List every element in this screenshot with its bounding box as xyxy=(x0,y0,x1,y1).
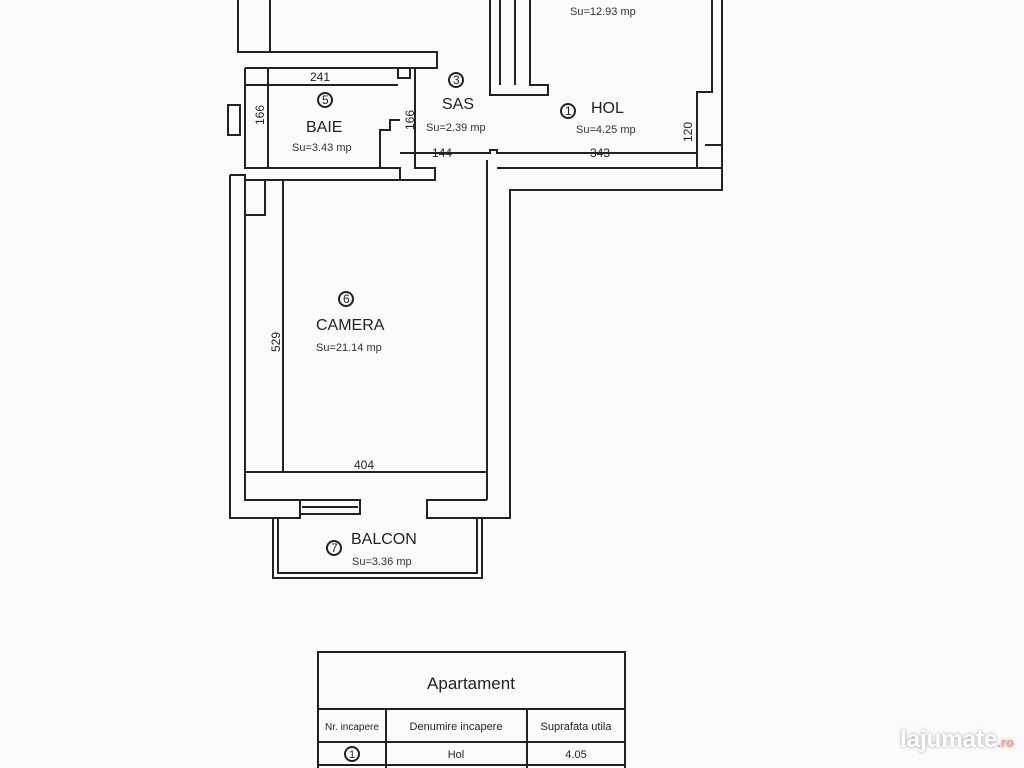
watermark-brand: lajumate xyxy=(900,726,998,753)
dim-hol-height: 120 xyxy=(681,122,695,142)
dim-camera-height: 529 xyxy=(269,332,283,352)
dim-baie-height: 166 xyxy=(253,105,267,125)
room-number: 6 xyxy=(343,292,350,306)
table-header-area: Suprafata utila xyxy=(541,721,613,733)
table-title: Apartament xyxy=(427,674,515,693)
watermark-tld: .ro xyxy=(997,735,1014,750)
dim-sas-width: 144 xyxy=(432,146,452,160)
room-area-hol: Su=4.25 mp xyxy=(576,124,636,136)
watermark-logo: lajumate.ro xyxy=(900,726,1014,754)
room-name-baie: BAIE xyxy=(306,119,342,136)
table-header-name: Denumire incapere xyxy=(410,721,503,733)
room-number: 7 xyxy=(331,541,338,555)
table-header-nr: Nr. incapere xyxy=(325,722,379,733)
room-number-circle xyxy=(317,92,333,108)
dim-hol-width: 343 xyxy=(590,146,610,160)
room-name-hol: HOL xyxy=(591,100,624,117)
room-number-circle xyxy=(326,540,342,556)
room-number: 1 xyxy=(565,104,572,118)
dimensions: 241 166 166 144 343 120 529 404 xyxy=(253,70,695,472)
room-table: Apartament Nr. incapere Denumire incaper… xyxy=(317,651,626,768)
room-name-camera: CAMERA xyxy=(316,317,385,334)
room-area-camera: Su=21.14 mp xyxy=(316,342,382,354)
room-number-circle xyxy=(338,291,354,307)
room-name-sas: SAS xyxy=(442,96,474,113)
room-number: 3 xyxy=(453,73,460,87)
labels: Su=12.93 mp 1 HOL Su=4.25 mp 3 SAS Su=2.… xyxy=(292,6,636,568)
dim-camera-width: 404 xyxy=(354,458,374,472)
table-cell-num: 1 xyxy=(349,749,355,761)
room-number-circle xyxy=(560,103,576,119)
room-area-sas: Su=2.39 mp xyxy=(426,122,486,134)
table-cell-area: 4.05 xyxy=(565,749,586,761)
room-area-baie: Su=3.43 mp xyxy=(292,142,352,154)
room-area-balcon: Su=3.36 mp xyxy=(352,556,412,568)
top-room-area: Su=12.93 mp xyxy=(570,6,636,18)
room-name-balcon: BALCON xyxy=(351,531,417,548)
dim-sas-height: 166 xyxy=(403,110,417,130)
dim-baie-width: 241 xyxy=(310,70,330,84)
room-number: 5 xyxy=(322,93,329,107)
walls xyxy=(227,0,723,579)
table-cell-name: Hol xyxy=(448,749,465,761)
room-number-circle xyxy=(448,72,464,88)
